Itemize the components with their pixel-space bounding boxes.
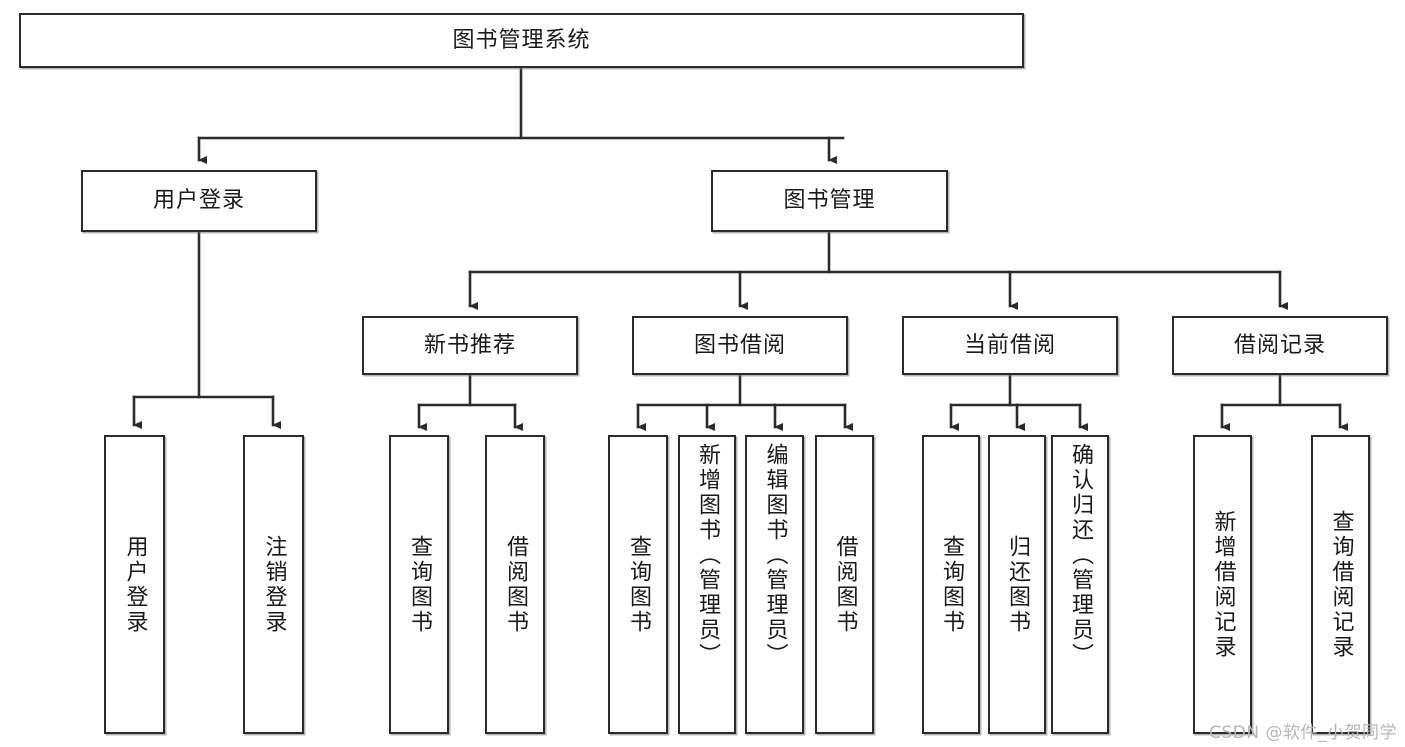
node-root-system[interactable]: 图书管理系统 [19,13,1024,68]
node-label-leaf-query-borrow-record: 查询借阅记录 [1328,509,1354,660]
node-leaf-borrow-book-1[interactable]: 借阅图书 [485,435,545,734]
node-label-leaf-return-book: 归还图书 [1004,534,1030,635]
node-leaf-edit-book-admin[interactable]: 编辑图书（管理员） [745,435,804,734]
node-label-leaf-edit-book-admin: 编辑图书（管理员） [762,443,788,668]
node-label-leaf-borrow-book-1: 借阅图书 [502,534,528,635]
node-leaf-user-logout[interactable]: 注销登录 [243,435,304,734]
node-leaf-query-book-3[interactable]: 查询图书 [922,435,980,734]
node-label-leaf-add-book-admin: 新增图书（管理员） [694,443,720,668]
node-label-current-borrow: 当前借阅 [963,332,1056,358]
node-borrow-record[interactable]: 借阅记录 [1172,316,1388,375]
node-label-leaf-user-login: 用户登录 [122,534,148,635]
node-label-borrow-record: 借阅记录 [1233,332,1326,358]
node-leaf-return-book[interactable]: 归还图书 [988,435,1046,734]
node-label-new-book-rec: 新书推荐 [423,332,516,358]
node-leaf-user-login[interactable]: 用户登录 [104,435,165,734]
node-book-borrow[interactable]: 图书借阅 [632,316,848,375]
node-leaf-query-book-2[interactable]: 查询图书 [608,435,668,734]
node-label-leaf-query-book-3: 查询图书 [938,534,964,635]
node-label-leaf-user-logout: 注销登录 [261,534,287,635]
node-label-leaf-confirm-return-admin: 确认归还（管理员） [1067,443,1093,668]
node-label-leaf-query-book-1: 查询图书 [406,534,432,635]
node-leaf-add-borrow-record[interactable]: 新增借阅记录 [1193,435,1252,734]
node-label-book-manage: 图书管理 [783,188,876,214]
watermark-credit: CSDN @软件_小贺同学 [1209,723,1397,743]
node-leaf-add-book-admin[interactable]: 新增图书（管理员） [678,435,736,734]
node-label-leaf-add-borrow-record: 新增借阅记录 [1210,509,1236,660]
node-label-leaf-query-book-2: 查询图书 [625,534,651,635]
node-label-leaf-borrow-book-2: 借阅图书 [832,534,858,635]
node-leaf-query-book-1[interactable]: 查询图书 [389,435,449,734]
node-leaf-confirm-return-admin[interactable]: 确认归还（管理员） [1051,435,1109,734]
node-leaf-borrow-book-2[interactable]: 借阅图书 [815,435,874,734]
node-user-login[interactable]: 用户登录 [81,170,317,232]
node-leaf-query-borrow-record[interactable]: 查询借阅记录 [1311,435,1370,734]
node-label-user-login: 用户登录 [152,188,245,214]
node-label-root: 图书管理系统 [452,27,591,53]
node-new-book-rec[interactable]: 新书推荐 [362,316,578,375]
node-book-manage[interactable]: 图书管理 [711,170,948,232]
node-label-book-borrow: 图书借阅 [693,332,786,358]
node-current-borrow[interactable]: 当前借阅 [902,316,1118,375]
